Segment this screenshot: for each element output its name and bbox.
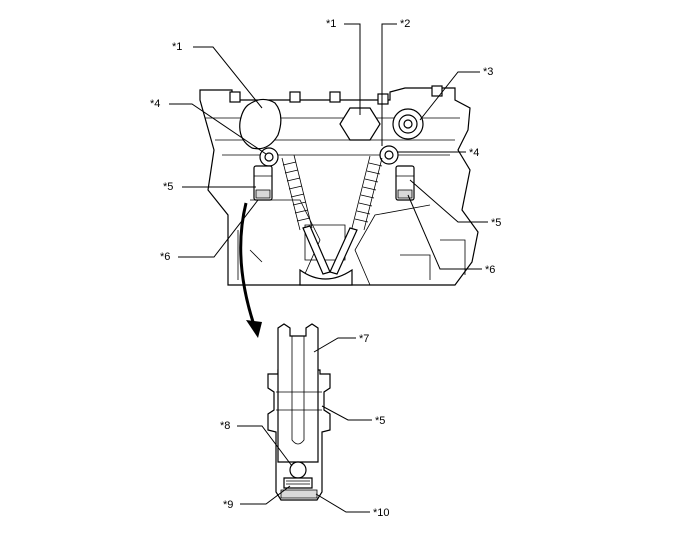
callout-1-top: *1 [326,18,336,30]
exhaust-camshaft-lobe [339,107,381,141]
callout-6-right: *6 [485,264,495,276]
camshaft-sprocket [392,108,424,140]
leader-lines [169,23,488,513]
lash-adjuster-right [395,165,415,201]
callout-4-left: *4 [150,98,160,110]
exhaust-valve-spring [329,155,383,275]
callout-8: *8 [220,420,230,432]
callout-7: *7 [359,333,369,345]
callout-6-left: *6 [160,251,170,263]
rocker-roller-left [259,147,279,167]
lash-adjuster-left [253,165,273,201]
callout-5-right: *5 [491,217,501,229]
callout-9: *9 [223,499,233,511]
callout-3: *3 [483,66,493,78]
detail-arrow [239,202,262,338]
lash-adjuster-detail [267,323,331,501]
intake-camshaft-lobe [239,98,282,150]
rocker-roller-right [379,145,399,165]
callout-1-left: *1 [172,41,182,53]
callout-5-left: *5 [163,181,173,193]
callout-4-right: *4 [469,147,479,159]
callout-2: *2 [400,18,410,30]
callout-5-lower: *5 [375,415,385,427]
callout-labels: *1 *1 *2 *3 *4 *4 *5 *5 *6 *6 *7 *5 *8 *… [150,18,501,519]
callout-10: *10 [373,507,390,519]
